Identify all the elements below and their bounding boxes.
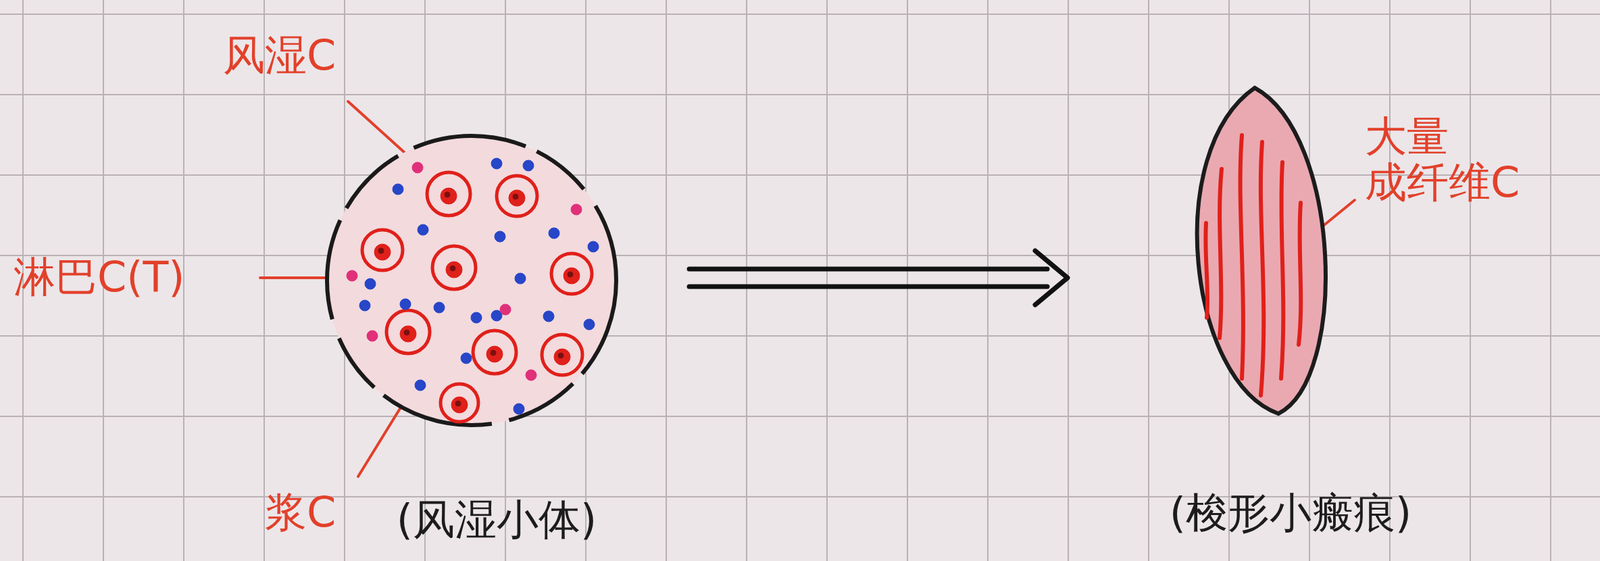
rheumatic-cell — [362, 229, 403, 271]
plasma-cell — [433, 302, 445, 313]
node-shape — [317, 128, 676, 548]
lymphocyte — [366, 330, 378, 342]
cell-nucleus — [445, 261, 463, 278]
plasma-cell — [494, 231, 506, 242]
nucleolus — [450, 265, 456, 271]
node-caption: (梭形小瘢痕) — [1169, 489, 1412, 536]
spindle-scar — [1197, 87, 1326, 414]
lymphocyte — [525, 369, 537, 381]
plasma-cell — [400, 298, 411, 310]
plasma-cell — [587, 241, 599, 253]
fibroblast — [1260, 141, 1264, 396]
lymphocyte — [412, 162, 423, 173]
rheumatic-cell — [386, 310, 430, 354]
rheumatic-cell — [496, 175, 538, 217]
cell-label: 风湿C — [222, 32, 336, 79]
nucleolus — [404, 329, 410, 336]
lymphocyte — [346, 270, 358, 282]
nucleolus — [378, 247, 384, 254]
nucleolus — [455, 400, 461, 407]
plasma-cell — [514, 272, 526, 284]
fibroblast — [1205, 222, 1208, 318]
plasma-cell — [359, 300, 371, 311]
cell-label: 大量 成纤维C — [1364, 113, 1568, 206]
plasma-cell — [460, 352, 472, 364]
double-arrow — [689, 250, 1068, 305]
cell-nucleus — [451, 396, 468, 413]
cell-nucleus — [440, 187, 457, 205]
plasma-cell — [470, 312, 482, 323]
lymphocyte — [500, 304, 511, 315]
plasma-cell — [543, 310, 555, 322]
fibroblast — [1298, 202, 1301, 345]
plasma-cell — [491, 158, 503, 169]
rheumatic-cell — [440, 383, 479, 422]
plasma-cell — [548, 227, 560, 239]
rheumatic-cell — [432, 245, 476, 290]
rheumatic-nodule: (风湿小体) — [317, 128, 676, 548]
plasma-cell — [392, 183, 404, 195]
nucleolus — [567, 271, 573, 278]
fibroblast — [1240, 135, 1244, 379]
nucleolus — [512, 193, 519, 200]
cell-nucleus — [563, 267, 580, 284]
cell-nucleus — [486, 345, 503, 363]
nucleolus — [490, 350, 496, 356]
rheumatic-cell — [541, 334, 583, 375]
lymphocyte — [570, 204, 582, 215]
cell-label: 淋巴C(T) — [13, 254, 186, 300]
nucleolus — [444, 191, 450, 198]
nucleolus — [558, 352, 564, 359]
rheumatic-cell — [551, 253, 592, 294]
cell-nucleus — [374, 243, 391, 261]
cell-nucleus — [400, 325, 417, 342]
fibroblast — [1281, 162, 1284, 379]
node-caption: (风湿小体) — [396, 496, 597, 543]
rheumatic-cell — [472, 330, 517, 374]
fibroblast — [1219, 168, 1222, 338]
cell-label: 浆C — [264, 489, 336, 536]
plasma-cell — [513, 403, 525, 415]
cell-nucleus — [508, 189, 525, 207]
plasma-cell — [522, 160, 534, 171]
plasma-cell — [417, 224, 429, 236]
plasma-cell — [364, 278, 376, 290]
plasma-cell — [414, 379, 426, 391]
rheumatic-cell — [427, 172, 471, 216]
nodule-outline — [327, 135, 617, 425]
plasma-cell — [583, 318, 595, 330]
cell-nucleus — [554, 348, 571, 365]
